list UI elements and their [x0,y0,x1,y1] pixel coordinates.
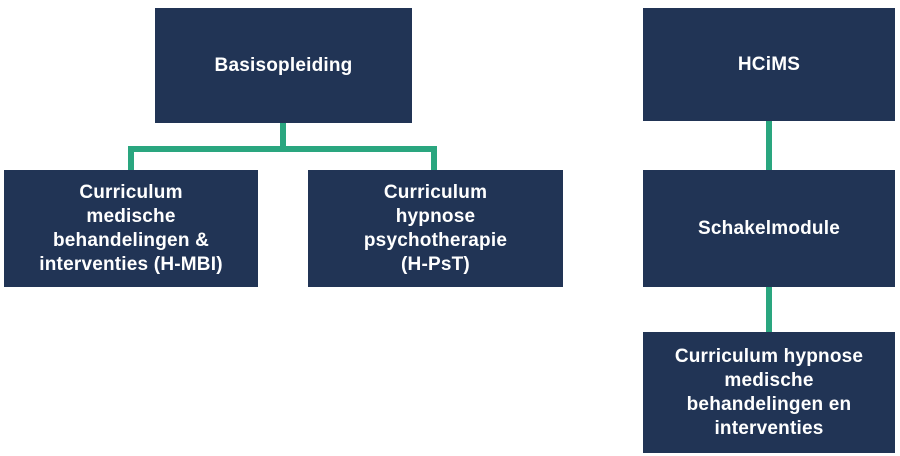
box-hcims-label: HCiMS [737,53,801,75]
box-schakelmodule: Schakelmodule [643,170,895,287]
connector-drop-to-hpst [431,146,437,170]
connector-horizontal-bar [128,146,437,152]
box-basisopleiding-label: Basisopleiding [214,54,353,76]
box-curriculum-medische-behandelingen-label: Curriculum medische behandelingen & inte… [39,181,223,275]
box-schakelmodule-label: Schakelmodule [698,217,840,239]
connector-hcims-to-schakelmodule [766,121,772,170]
box-curriculum-hypnose-psychotherapie-label: Curriculum hypnose psychotherapie (H-PsT… [363,181,508,275]
box-curriculum-medische-behandelingen: Curriculum medische behandelingen & inte… [4,170,258,287]
box-curriculum-hypnose-psychotherapie: Curriculum hypnose psychotherapie (H-PsT… [308,170,563,287]
connector-basisopleiding-stem [280,123,286,152]
connector-schakelmodule-to-curriculum [766,287,772,332]
box-curriculum-hypnose-medische-behandelingen-label: Curriculum hypnose medische behandelinge… [674,345,864,439]
box-basisopleiding: Basisopleiding [155,8,412,123]
box-curriculum-hypnose-medische-behandelingen: Curriculum hypnose medische behandelinge… [643,332,895,453]
box-hcims: HCiMS [643,8,895,121]
connector-drop-to-hmbi [128,146,134,170]
